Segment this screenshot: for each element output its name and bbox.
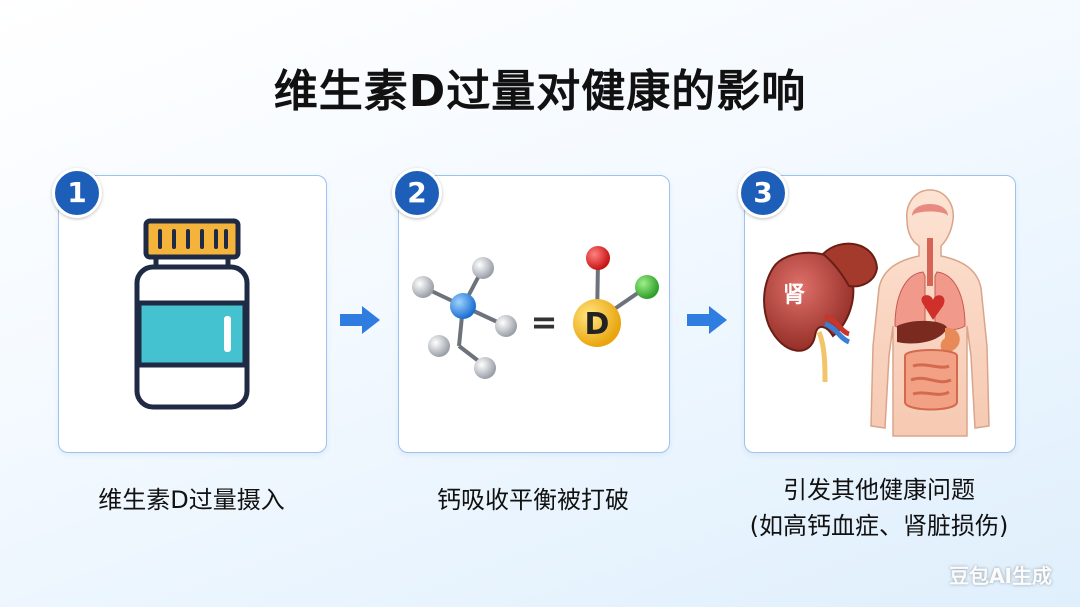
step-2-caption: 钙吸收平衡被打破 bbox=[437, 486, 629, 514]
watermark: 豆包AI生成 bbox=[949, 564, 1052, 588]
step-2-badge: 2 bbox=[392, 168, 442, 218]
step-3-caption-line1: 引发其他健康问题 bbox=[783, 476, 975, 504]
arrow-right-icon bbox=[687, 306, 727, 334]
kidney-label: 肾 bbox=[783, 283, 805, 308]
step-3-caption: 引发其他健康问题 (如高钙血症、肾脏损伤) bbox=[700, 472, 1058, 544]
arrow-right-icon bbox=[340, 306, 380, 334]
step-1-badge: 1 bbox=[52, 168, 102, 218]
step-3-caption-line2: (如高钙血症、肾脏损伤) bbox=[749, 512, 1009, 540]
step-3-badge: 3 bbox=[738, 168, 788, 218]
molecule-icon: = D bbox=[412, 246, 659, 379]
supplement-bottle-icon bbox=[134, 218, 250, 410]
step-3-card: 肾 bbox=[744, 175, 1016, 453]
step-1-caption: 维生素D过量摄入 bbox=[98, 486, 285, 514]
step-1-card bbox=[58, 175, 327, 453]
step-2-card: = D bbox=[398, 175, 670, 453]
body-organs-icon: 肾 bbox=[763, 189, 990, 437]
page-title: 维生素D过量对健康的影响 bbox=[273, 66, 807, 117]
equals-sign: = bbox=[531, 303, 558, 341]
vitamin-d-letter: D bbox=[585, 307, 610, 342]
